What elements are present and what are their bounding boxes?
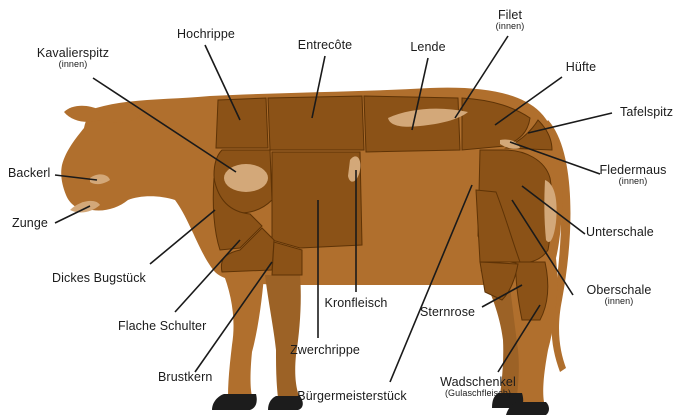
hoof-front-left: [212, 394, 257, 410]
cow-front-leg-left: [222, 270, 264, 396]
label-wadschenkel: Wadschenkel (Gulaschfleisch): [440, 375, 516, 398]
label-oberschale: Oberschale (innen): [587, 283, 652, 306]
label-fledermaus-main: Fledermaus: [600, 163, 667, 177]
label-wadschenkel-main: Wadschenkel: [440, 375, 516, 389]
label-kronfleisch: Kronfleisch: [325, 296, 388, 310]
label-oberschale-sub: (innen): [587, 296, 652, 306]
label-brustkern: Brustkern: [158, 370, 212, 384]
cut-wadschenkel: [516, 262, 548, 320]
label-tafelspitz: Tafelspitz: [620, 105, 673, 119]
cut-hochrippe: [216, 98, 268, 148]
label-filet: Filet (innen): [496, 8, 525, 31]
label-kavalierspitz-main: Kavalierspitz: [37, 46, 109, 60]
label-hochrippe: Hochrippe: [177, 27, 235, 41]
label-oberschale-main: Oberschale: [587, 283, 652, 297]
label-entrecote: Entrecôte: [298, 38, 352, 52]
label-flache-schulter: Flache Schulter: [118, 319, 206, 333]
label-fledermaus-sub: (innen): [600, 176, 667, 186]
label-backerl: Backerl: [8, 166, 50, 180]
label-dickes-bugstueck: Dickes Bugstück: [52, 271, 146, 285]
label-fledermaus: Fledermaus (innen): [600, 163, 667, 186]
label-filet-sub: (innen): [496, 21, 525, 31]
label-zwerchrippe: Zwerchrippe: [290, 343, 360, 357]
label-buergermeisterstueck: Bürgermeisterstück: [297, 389, 406, 403]
cut-entrecote: [268, 96, 364, 150]
label-kavalierspitz: Kavalierspitz (innen): [37, 46, 109, 69]
label-zunge: Zunge: [12, 216, 48, 230]
cut-zwerchrippe: [272, 152, 362, 248]
label-filet-main: Filet: [498, 8, 522, 22]
label-kavalierspitz-sub: (innen): [37, 59, 109, 69]
label-huefte: Hüfte: [566, 60, 596, 74]
label-wadschenkel-sub: (Gulaschfleisch): [440, 388, 516, 398]
label-sternrose: Sternrose: [420, 305, 475, 319]
label-lende: Lende: [410, 40, 445, 54]
label-unterschale: Unterschale: [586, 225, 654, 239]
cow-ear-left: [64, 106, 100, 122]
cow-front-leg-right: [265, 275, 301, 398]
